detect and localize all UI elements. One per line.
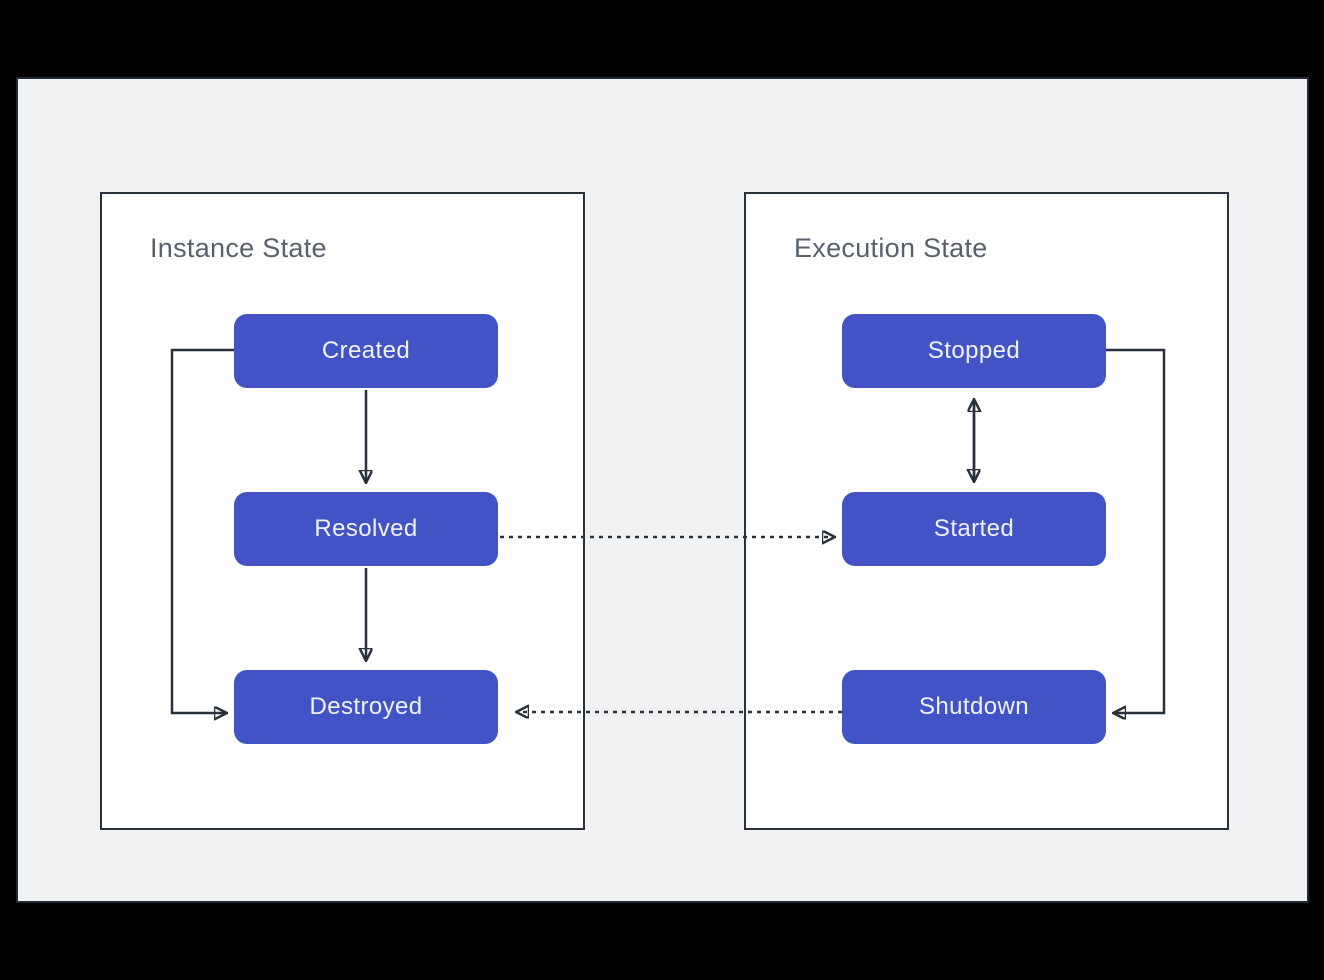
- panel-instance-state: Instance State Created Resolved Destroye…: [100, 192, 585, 830]
- diagram-canvas: Instance State Created Resolved Destroye…: [16, 77, 1309, 903]
- node-shutdown: Shutdown: [842, 670, 1106, 744]
- node-destroyed: Destroyed: [234, 670, 498, 744]
- panel-title-instance-state: Instance State: [150, 233, 327, 263]
- node-started: Started: [842, 492, 1106, 566]
- panel-title-execution-state: Execution State: [794, 233, 988, 263]
- panel-execution-state: Execution State Stopped Started Shutdown: [744, 192, 1229, 830]
- node-resolved: Resolved: [234, 492, 498, 566]
- node-created: Created: [234, 314, 498, 388]
- node-stopped: Stopped: [842, 314, 1106, 388]
